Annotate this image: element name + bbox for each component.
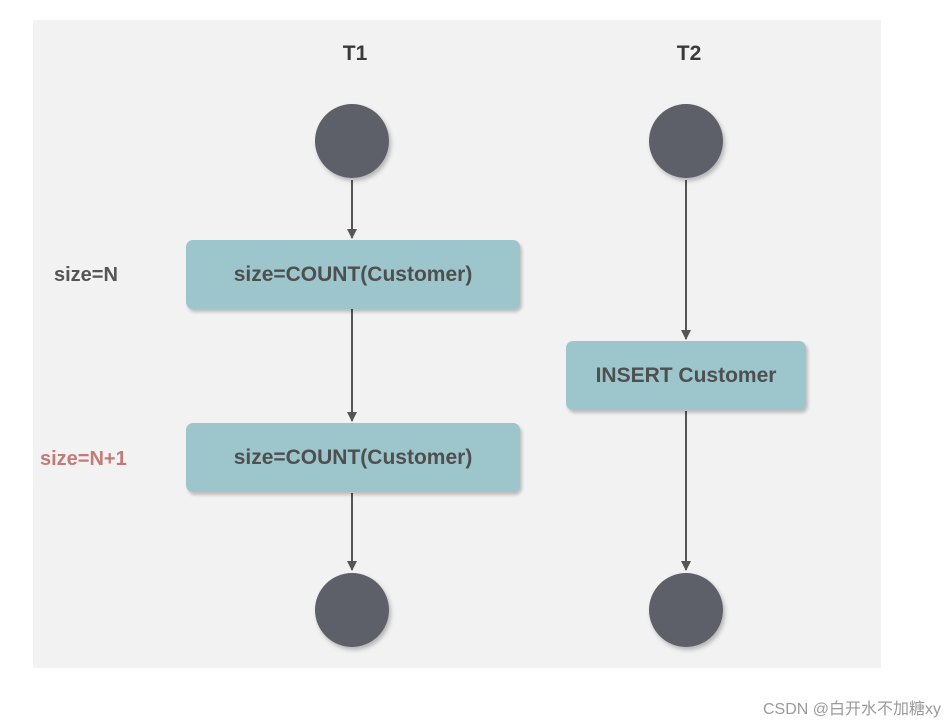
size-n-label: size=N — [54, 264, 118, 286]
t2-step-insert: INSERT Customer — [566, 341, 806, 410]
t1-start-node — [315, 104, 389, 178]
column-title-t2: T2 — [676, 42, 702, 65]
t2-start-node — [649, 104, 723, 178]
t1-end-node — [315, 573, 389, 647]
size-n-plus-1-label: size=N+1 — [40, 448, 127, 470]
t1-step-count-2: size=COUNT(Customer) — [186, 423, 520, 492]
t1-step-count-1: size=COUNT(Customer) — [186, 240, 520, 309]
t2-end-node — [649, 573, 723, 647]
column-title-t1: T1 — [342, 42, 368, 65]
watermark-text: CSDN @白开水不加糖xy — [762, 701, 941, 718]
